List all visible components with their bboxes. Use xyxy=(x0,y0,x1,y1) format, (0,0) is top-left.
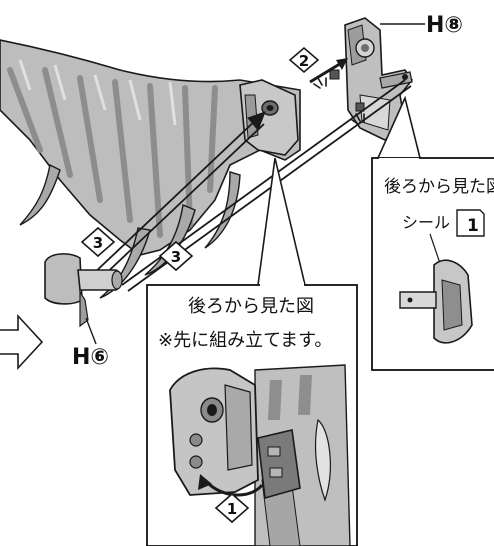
snap-cube-icon xyxy=(355,102,365,112)
label-h6: H⑥ xyxy=(72,345,109,370)
right-callout-panel xyxy=(371,157,494,371)
hinge-detail xyxy=(169,364,351,546)
center-callout-title: 後ろから見た図 xyxy=(188,296,314,317)
h8-rear-detail xyxy=(399,259,473,344)
svg-text:3: 3 xyxy=(93,234,103,252)
leader-h6 xyxy=(85,317,97,345)
transition-arrow-icon xyxy=(0,313,44,371)
pointer-join xyxy=(379,158,419,161)
svg-text:3: 3 xyxy=(171,248,181,266)
svg-text:2: 2 xyxy=(299,52,309,70)
label-h8: H⑧ xyxy=(426,13,463,38)
pre-assemble-note: ※先に組み立てます。 xyxy=(158,330,332,351)
part-h6 xyxy=(44,253,123,328)
step-2-arrow-head xyxy=(336,58,348,70)
step-1-marker: 1 xyxy=(214,492,250,524)
svg-text:1: 1 xyxy=(227,500,237,518)
pointer-join-center xyxy=(260,282,304,287)
step-3-marker-b: 3 xyxy=(158,240,194,272)
rotate-arrow-head xyxy=(198,474,212,490)
sticker-number-badge: 1 xyxy=(456,209,485,237)
step-2-marker: 2 xyxy=(288,46,320,74)
step-2-arrow xyxy=(309,60,344,84)
center-callout-pointer xyxy=(257,157,307,286)
armor-skirt-part xyxy=(0,39,301,299)
right-callout-title: 後ろから見た図 xyxy=(384,177,494,197)
svg-text:1: 1 xyxy=(467,216,479,236)
step-3-arrow-head xyxy=(247,111,266,131)
step-3-marker-a: 3 xyxy=(80,226,116,258)
sticker-label: シール xyxy=(402,213,450,232)
snap-cube-icon xyxy=(329,69,340,80)
